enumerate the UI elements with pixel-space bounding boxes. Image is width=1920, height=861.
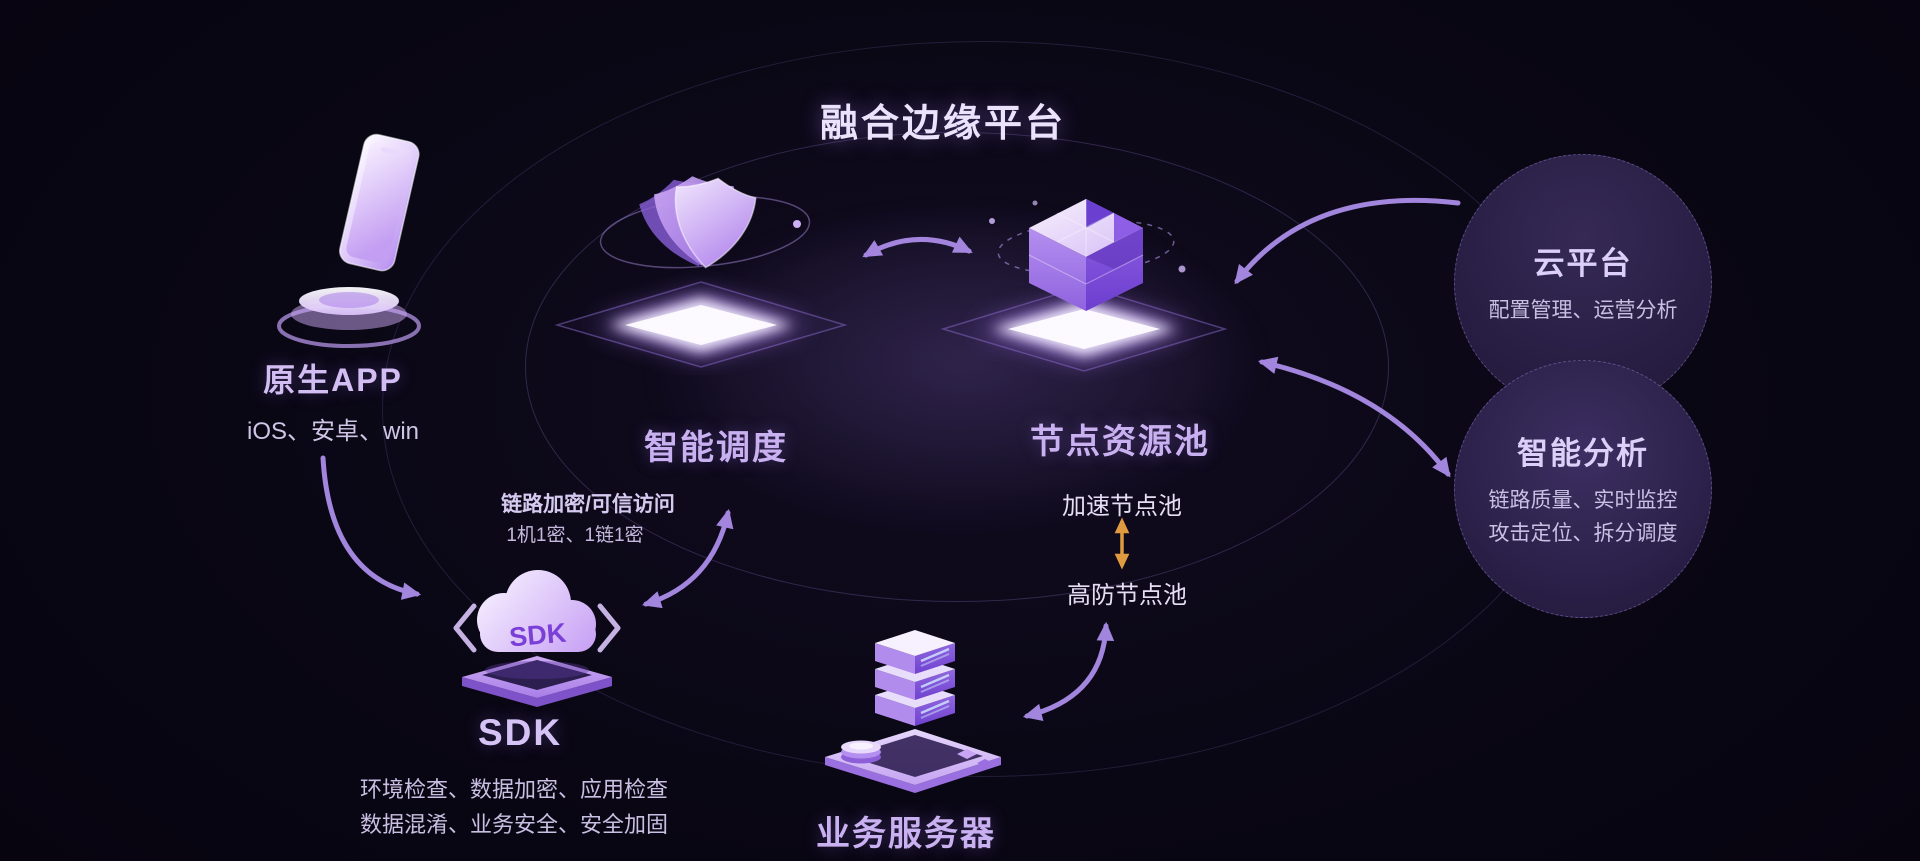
analysis-label: 智能分析	[1517, 435, 1649, 471]
cube-icon	[940, 185, 1230, 390]
accel-pool-label: 加速节点池	[1062, 493, 1182, 520]
sdk-detail-line2: 数据混淆、业务安全、安全加固	[359, 812, 669, 837]
arrow-app-to-sdk	[320, 455, 422, 600]
analysis-node: 智能分析 链路质量、实时监控 攻击定位、拆分调度	[1454, 360, 1712, 618]
server-label: 业务服务器	[816, 815, 996, 853]
link-encrypt-note: 链路加密/可信访问	[501, 493, 675, 516]
arrow-cloud-to-nodepool	[1234, 197, 1461, 285]
analysis-line1: 链路质量、实时监控	[1488, 488, 1678, 512]
native-app-subtitle: iOS、安卓、win	[246, 418, 420, 445]
analysis-line2: 攻击定位、拆分调度	[1488, 521, 1678, 545]
native-app-label: 原生APP	[263, 362, 403, 398]
arrow-scheduling-nodepool	[862, 236, 973, 258]
page-title: 融合边缘平台	[819, 103, 1067, 145]
phone-icon	[276, 128, 466, 363]
node-pool-label: 节点资源池	[1030, 423, 1210, 461]
sdk-label: SDK	[477, 712, 563, 753]
sdk-detail-line1: 环境检查、数据加密、应用检查	[359, 777, 669, 802]
arrow-server-defensepool	[1022, 621, 1115, 721]
cloud-platform-label: 云平台	[1533, 246, 1633, 282]
shield-stack-icon	[545, 160, 865, 380]
sdk-cloud-icon: SDK	[440, 548, 635, 718]
defense-pool-label: 高防节点池	[1067, 582, 1187, 609]
key-note: 1机1密、1链1密	[506, 525, 644, 546]
cloud-platform-subtitle: 配置管理、运营分析	[1488, 299, 1678, 323]
analysis-details: 链路质量、实时监控 攻击定位、拆分调度	[1489, 485, 1678, 550]
scheduling-label: 智能调度	[644, 429, 788, 467]
arrow-sdk-scheduling	[641, 508, 734, 609]
server-stack-icon	[805, 605, 1025, 800]
arrow-nodepool-analysis	[1257, 356, 1451, 478]
sdk-badge-text: SDK	[508, 618, 568, 653]
